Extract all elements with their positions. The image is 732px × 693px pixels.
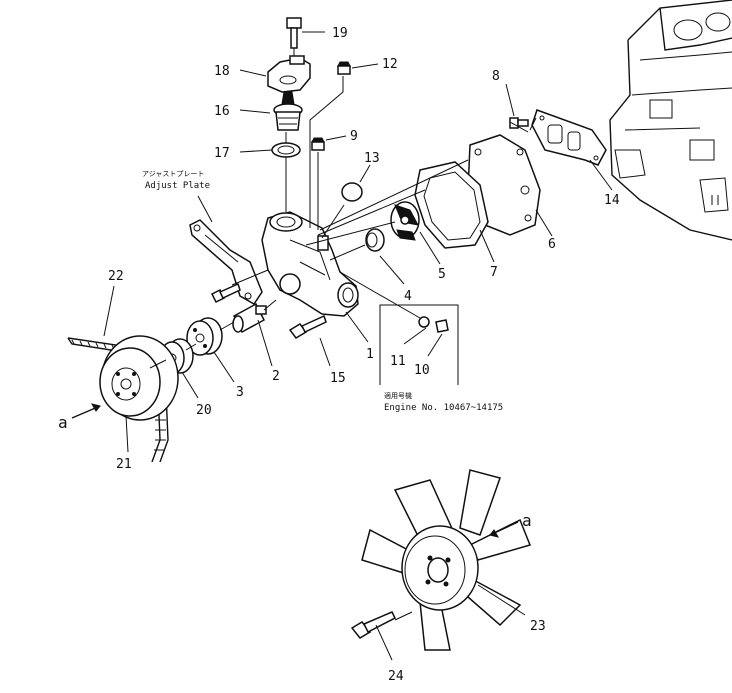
view-arrow-right [489, 521, 519, 538]
label-23: 23 [530, 619, 546, 634]
label-21: 21 [116, 457, 132, 472]
view-letter-left: a [58, 413, 68, 432]
adjust-plate-en: Adjust Plate [145, 181, 210, 191]
fan-23 [361, 469, 532, 651]
label-1: 1 [366, 347, 374, 362]
label-3: 3 [236, 385, 244, 400]
label-14: 14 [604, 193, 620, 208]
label-19: 19 [332, 26, 348, 41]
bolt-24 [350, 611, 397, 639]
bolt-8 [509, 117, 529, 129]
engine-block [609, 0, 732, 241]
bolt-shaft [210, 282, 241, 304]
label-2: 2 [272, 369, 280, 384]
label-20: 20 [196, 403, 212, 418]
label-9: 9 [350, 129, 358, 144]
label-13: 13 [364, 151, 380, 166]
label-12: 12 [382, 57, 398, 72]
o-ring-13 [341, 182, 363, 202]
water-pump-body-1 [261, 211, 359, 317]
shaft-2 [232, 302, 267, 334]
bolt-19 [286, 17, 302, 49]
label-15: 15 [330, 371, 346, 386]
gasket-14 [531, 109, 607, 166]
applicability-box [379, 304, 459, 385]
pulley-21 [99, 335, 179, 421]
label-5: 5 [438, 267, 446, 282]
assembly-lines [149, 48, 537, 621]
applicable-en: Engine No. 10467~14175 [384, 403, 503, 413]
hub-3 [186, 317, 223, 356]
label-6: 6 [548, 237, 556, 252]
label-11: 11 [390, 354, 406, 369]
bolt-15 [288, 314, 327, 339]
gasket-ring-17 [271, 142, 301, 158]
adjust-plate [189, 219, 263, 305]
plug-9 [311, 137, 325, 151]
label-8: 8 [492, 69, 500, 84]
view-arrow-left [71, 403, 101, 419]
label-18: 18 [214, 64, 230, 79]
impeller-5 [390, 201, 420, 241]
leader-lines [103, 31, 613, 661]
plug-12 [337, 61, 351, 75]
gasket-7 [414, 161, 489, 249]
label-7: 7 [490, 265, 498, 280]
seal-4 [365, 228, 385, 252]
label-22: 22 [108, 269, 124, 284]
label-10: 10 [414, 363, 430, 378]
label-4: 4 [404, 289, 412, 304]
applicable-jp: 適用号機 [384, 391, 412, 400]
adjust-plate-jp: アジャストプレート [142, 170, 204, 178]
label-16: 16 [214, 104, 230, 119]
thermostat-16 [273, 91, 303, 131]
label-24: 24 [388, 669, 404, 684]
label-17: 17 [214, 146, 230, 161]
thermostat-housing-18 [267, 55, 311, 93]
view-letter-right: a [522, 511, 532, 530]
